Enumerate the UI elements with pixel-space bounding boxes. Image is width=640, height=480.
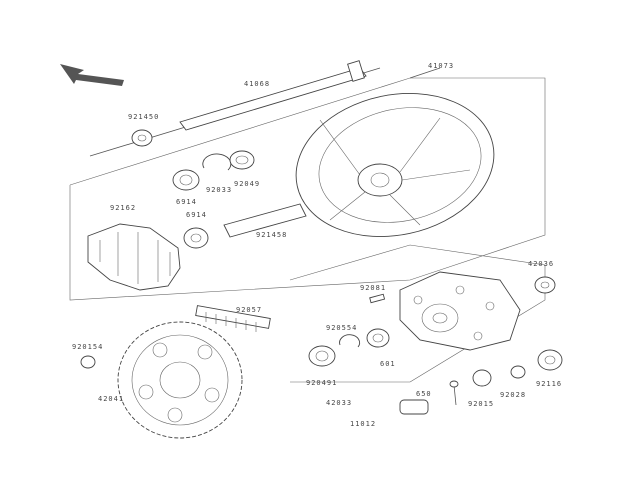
label-sprocket: 42041 xyxy=(98,395,124,403)
pin xyxy=(369,293,386,304)
seal-mid xyxy=(339,334,360,348)
bearing-upper xyxy=(172,169,200,191)
label-chain: 92057 xyxy=(236,306,262,314)
cap xyxy=(537,349,563,371)
bearing-lower xyxy=(183,227,209,249)
bearing-hub xyxy=(366,328,390,348)
label-circlip-upper: 92033 xyxy=(206,186,232,194)
label-washer: 92028 xyxy=(500,391,526,399)
rim xyxy=(295,92,495,238)
label-axle: 41068 xyxy=(244,80,270,88)
sprocket-hub xyxy=(399,271,521,351)
label-pin: 92081 xyxy=(360,284,386,292)
label-seal-hub: 920491 xyxy=(306,379,337,387)
sprocket-nut xyxy=(80,355,96,369)
label-collar-bottom: 11012 xyxy=(350,420,376,428)
chain-links xyxy=(195,305,271,332)
collar-bottom xyxy=(399,399,429,415)
label-sleeve: 92015 xyxy=(468,400,494,408)
seal-upper xyxy=(229,150,255,170)
collar-left xyxy=(131,129,153,147)
seal-hub xyxy=(308,345,336,367)
label-bearing-lower: 6914 xyxy=(186,211,207,219)
circlip-upper xyxy=(202,153,232,171)
label-bearing-hub: 601 xyxy=(380,360,396,368)
axle xyxy=(179,60,367,131)
label-damper: 92162 xyxy=(110,204,136,212)
label-collar-left: 921450 xyxy=(128,113,159,121)
washer xyxy=(510,365,526,379)
rear-sprocket xyxy=(117,321,243,439)
spacer-tube xyxy=(223,203,307,238)
label-bolt: 650 xyxy=(416,390,432,398)
label-spacer: 921458 xyxy=(256,231,287,239)
label-seal-upper: 92049 xyxy=(234,180,260,188)
label-cap: 92116 xyxy=(536,380,562,388)
sleeve xyxy=(472,369,492,387)
direction-arrow-icon xyxy=(60,64,124,86)
label-nut-sprocket: 920154 xyxy=(72,343,103,351)
label-seal-mid: 920554 xyxy=(326,324,357,332)
hub-damper xyxy=(87,223,181,291)
label-bearing-upper: 6914 xyxy=(176,198,197,206)
bolt xyxy=(449,380,459,406)
rim-leader xyxy=(409,67,441,79)
label-rim: 41073 xyxy=(428,62,454,70)
label-nut-right: 42036 xyxy=(528,260,554,268)
nut-right xyxy=(534,276,556,294)
label-hub-bottom: 42033 xyxy=(326,399,352,407)
